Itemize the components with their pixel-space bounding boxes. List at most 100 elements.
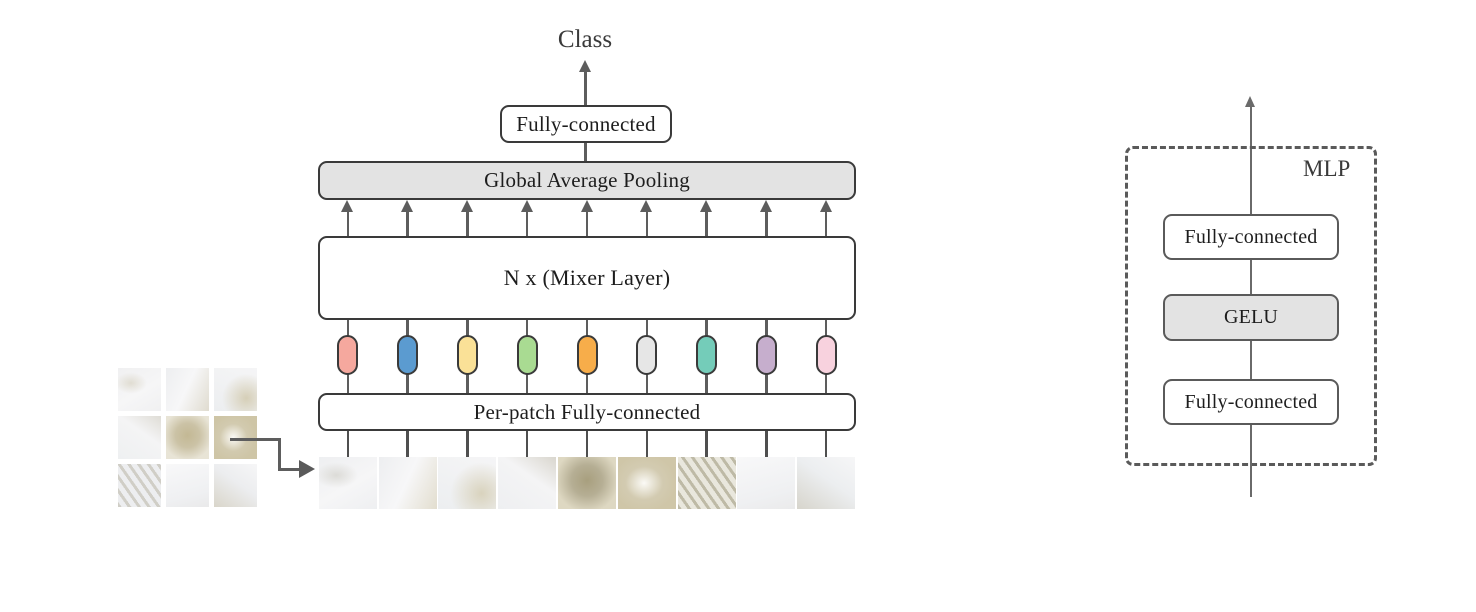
grid-connector-segment-top [230, 438, 280, 441]
class-output-arrowhead [578, 60, 591, 72]
token-stem-upper [765, 320, 768, 336]
token-stem-lower [824, 374, 828, 394]
token-stem-lower [585, 374, 589, 394]
mixer-to-pooling-line [824, 212, 828, 238]
patch-texture [797, 457, 856, 509]
token-stem-upper [346, 320, 350, 336]
head-fully-connected-label: Fully-connected [516, 111, 656, 136]
global-average-pooling-label: Global Average Pooling [484, 168, 690, 192]
token-stem-lower [466, 374, 469, 394]
token-6[interactable] [636, 335, 658, 375]
mixer-to-pooling-line [466, 212, 469, 238]
mlp-fully-connected-bottom[interactable]: Fully-connected [1163, 379, 1339, 425]
mlp-spine-mid-lower [1250, 341, 1252, 379]
patch-texture [498, 457, 557, 509]
per-patch-fully-connected-label: Per-patch Fully-connected [473, 399, 701, 424]
token-stem-lower [765, 374, 768, 394]
mixer-to-pooling-arrowhead [640, 200, 653, 212]
grid-patch-6 [214, 416, 257, 459]
mlp-output-line [1250, 106, 1252, 166]
patch-texture [438, 457, 497, 509]
seq-patch-9 [797, 457, 856, 509]
token-stem-upper [406, 320, 409, 336]
grid-patch-9 [214, 464, 257, 507]
mlp-gelu-label: GELU [1223, 306, 1279, 328]
token-7[interactable] [696, 335, 718, 375]
mixer-layer-block[interactable]: N x (Mixer Layer) [318, 236, 856, 320]
patch-texture [737, 457, 796, 509]
mixer-to-pooling-arrowhead [700, 200, 713, 212]
mixer-to-pooling-line [645, 212, 649, 238]
seq-patch-1 [318, 457, 377, 509]
token-stem-upper [824, 320, 828, 336]
mixer-to-pooling-arrowhead [520, 200, 533, 212]
mixer-to-pooling-arrowhead [819, 200, 832, 212]
token-2[interactable] [397, 335, 419, 375]
seq-patch-3 [438, 457, 497, 509]
token-4[interactable] [516, 335, 538, 375]
mixer-to-pooling-arrowhead [759, 200, 772, 212]
patch-texture [677, 457, 736, 509]
mixer-to-pooling-line [765, 212, 768, 238]
mixer-to-pooling-arrowhead [460, 200, 473, 212]
patch-texture [617, 457, 676, 509]
patch-texture [318, 457, 377, 509]
mixer-to-pooling-arrowhead [341, 200, 354, 212]
patch-texture [558, 457, 616, 509]
token-stem-lower [346, 374, 350, 394]
token-stem-lower [705, 374, 708, 394]
mixer-to-pooling-line [585, 212, 589, 238]
grid-patch-1 [118, 368, 161, 411]
token-stem-lower [406, 374, 409, 394]
mixer-to-pooling-line [705, 212, 708, 238]
head-fully-connected-block[interactable]: Fully-connected [500, 105, 672, 143]
seq-patch-8 [737, 457, 796, 509]
patch-stem [645, 431, 649, 457]
grid-patch-7 [118, 464, 161, 507]
token-stem-upper [525, 320, 529, 336]
token-5[interactable] [576, 335, 598, 375]
grid-connector-segment-vertical [278, 438, 281, 470]
mlp-spine-mid-upper [1250, 260, 1252, 294]
per-patch-fully-connected-block[interactable]: Per-patch Fully-connected [318, 393, 856, 431]
gap-to-head-line [584, 143, 587, 161]
token-stem-upper [466, 320, 469, 336]
token-stem-upper [585, 320, 589, 336]
token-stem-lower [645, 374, 649, 394]
patch-texture [166, 416, 209, 459]
patch-stem [585, 431, 589, 457]
token-8[interactable] [755, 335, 777, 375]
mixer-to-pooling-arrowhead [580, 200, 593, 212]
patch-stem [525, 431, 529, 457]
patch-stem [346, 431, 350, 457]
mlp-panel-label: MLP [1303, 156, 1351, 181]
mixer-to-pooling-line [406, 212, 409, 238]
mlp-fully-connected-bottom-label: Fully-connected [1184, 390, 1318, 413]
patch-texture [214, 464, 257, 507]
mixer-to-pooling-arrowhead [401, 200, 414, 212]
patch-texture [166, 464, 209, 507]
grid-patch-5 [166, 416, 209, 459]
token-stem-upper [645, 320, 649, 336]
patch-texture [378, 457, 437, 509]
mlp-fully-connected-top[interactable]: Fully-connected [1163, 214, 1339, 260]
token-1[interactable] [337, 335, 359, 375]
seq-patch-5 [558, 457, 616, 509]
token-3[interactable] [456, 335, 478, 375]
mlp-fully-connected-top-label: Fully-connected [1184, 225, 1318, 248]
class-output-line [584, 70, 587, 106]
mixer-to-pooling-line [346, 212, 350, 238]
grid-connector-segment-bottom [278, 468, 300, 471]
class-output-label: Class [557, 26, 613, 53]
token-stem-upper [705, 320, 708, 336]
token-9[interactable] [815, 335, 837, 375]
grid-patch-3 [214, 368, 257, 411]
seq-patch-2 [378, 457, 437, 509]
grid-patch-4 [118, 416, 161, 459]
global-average-pooling-block[interactable]: Global Average Pooling [318, 161, 856, 200]
token-stem-lower [525, 374, 529, 394]
patch-texture [118, 464, 161, 507]
mlp-gelu[interactable]: GELU [1163, 294, 1339, 341]
patch-stem [765, 431, 768, 457]
